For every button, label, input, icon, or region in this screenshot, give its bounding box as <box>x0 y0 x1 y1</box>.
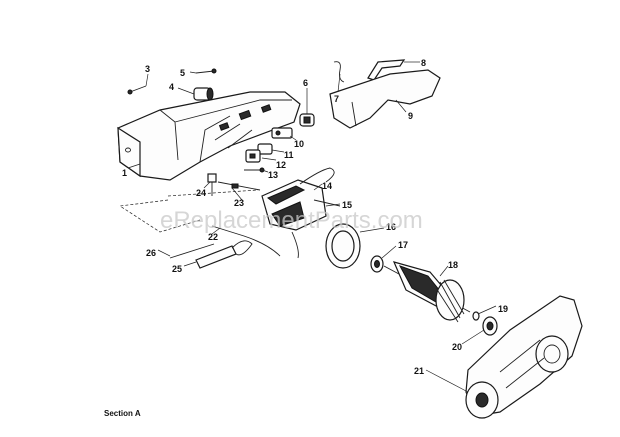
callout-20: 20 <box>452 342 462 352</box>
part-15-brush[interactable] <box>313 199 341 207</box>
callout-23: 23 <box>234 198 244 208</box>
callout-21: 21 <box>414 366 424 376</box>
part-24-terminal[interactable] <box>207 173 217 196</box>
part-6-clip[interactable] <box>299 113 315 127</box>
part-25-cord-strain-relief[interactable] <box>195 240 253 269</box>
callout-9: 9 <box>408 111 413 121</box>
callout-12: 12 <box>276 160 286 170</box>
part-5-screw[interactable] <box>195 68 217 74</box>
callout-3: 3 <box>145 64 150 74</box>
callout-18: 18 <box>448 260 458 270</box>
callout-16: 16 <box>386 222 396 232</box>
callout-25: 25 <box>172 264 182 274</box>
callout-19: 19 <box>498 304 508 314</box>
callout-8: 8 <box>421 58 426 68</box>
part-4-knob[interactable] <box>193 87 214 101</box>
part-13-screw[interactable] <box>244 167 265 173</box>
part-12-switch-body[interactable] <box>245 149 261 163</box>
part-18-armature[interactable] <box>383 261 471 323</box>
watermark: eReplacementParts.com <box>160 207 423 234</box>
part-10-switch[interactable] <box>271 127 293 139</box>
part-3-screw[interactable] <box>127 85 147 95</box>
part-9-handle-cover[interactable] <box>329 69 441 129</box>
part-19-washer[interactable] <box>472 311 480 321</box>
part-21-gear-case[interactable] <box>465 295 583 419</box>
callout-13: 13 <box>268 170 278 180</box>
part-26-power-cord[interactable] <box>169 243 215 259</box>
part-23-terminal[interactable] <box>217 181 261 191</box>
callout-4: 4 <box>169 82 174 92</box>
callout-1: 1 <box>122 168 127 178</box>
part-14-field-stator[interactable] <box>261 167 335 259</box>
part-16-baffle[interactable] <box>325 223 361 269</box>
section-label: Section A <box>104 409 141 418</box>
assembly-lines <box>119 189 259 233</box>
callout-5: 5 <box>180 68 185 78</box>
callout-6: 6 <box>303 78 308 88</box>
part-17-bearing[interactable] <box>370 255 384 273</box>
part-22-wire[interactable] <box>211 225 281 257</box>
part-7-spring[interactable] <box>333 61 345 83</box>
callout-14: 14 <box>322 181 332 191</box>
part-1-motor-housing[interactable] <box>117 91 301 181</box>
callout-15: 15 <box>342 200 352 210</box>
callout-11: 11 <box>284 150 294 160</box>
callout-24: 24 <box>196 188 206 198</box>
callout-labels: 3 5 4 6 7 8 9 10 11 12 13 14 15 16 17 18… <box>122 58 508 376</box>
part-20-bearing[interactable] <box>482 316 498 336</box>
callout-17: 17 <box>398 240 408 250</box>
callout-22: 22 <box>208 232 218 242</box>
callout-26: 26 <box>146 248 156 258</box>
callout-leaders <box>127 61 497 393</box>
callout-10: 10 <box>294 139 304 149</box>
callout-7: 7 <box>334 94 339 104</box>
part-11-actuator[interactable] <box>257 143 273 155</box>
